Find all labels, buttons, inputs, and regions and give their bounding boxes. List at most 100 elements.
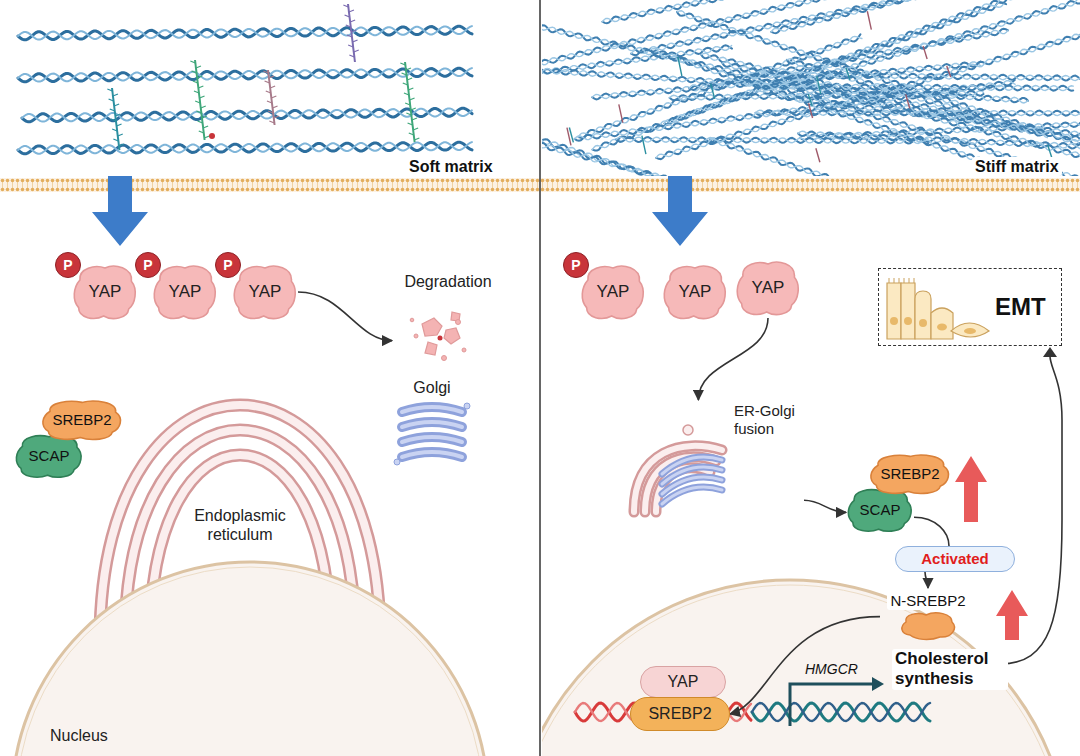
collagen-fiber — [542, 136, 823, 176]
protein-blob: YAPP — [580, 262, 646, 322]
soft-collagen-fibers — [18, 4, 472, 154]
emt-box-outline-part — [931, 308, 953, 339]
phosphate-circle: P — [55, 252, 81, 278]
emt-box-outline-part — [909, 278, 910, 283]
crosslink — [348, 4, 355, 62]
collagen-fiber — [689, 29, 1008, 90]
collagen-fiber — [701, 53, 1047, 138]
crosslink-tick — [112, 129, 117, 131]
crosslink-tick — [201, 106, 206, 108]
connector-arrow — [925, 572, 928, 588]
crosslink-tick — [266, 91, 271, 93]
gene-expression-arrowhead — [872, 677, 884, 691]
crosslink — [906, 94, 910, 108]
collagen-fiber — [689, 30, 1008, 88]
panel-label: Stiff matrix — [972, 157, 1062, 176]
emt-box-outline-part — [919, 319, 927, 327]
nucleus-inner-membrane — [542, 585, 1065, 756]
crosslink — [816, 148, 820, 162]
protein-blob-outline-part — [74, 266, 135, 318]
nucleus-outline — [10, 560, 490, 756]
collagen-fiber — [18, 142, 472, 154]
crosslink — [947, 66, 951, 77]
protein-blob-outline-part — [848, 489, 911, 531]
crosslink — [569, 128, 573, 143]
collagen-fiber — [22, 108, 472, 121]
gene-expression-arrow — [790, 684, 872, 726]
crosslink — [808, 94, 812, 106]
emt-box-outline-part — [899, 278, 900, 283]
crosslink-tick — [404, 93, 409, 95]
crosslink-tick — [114, 104, 119, 106]
emt-box-outline-part — [964, 328, 976, 334]
crosslink-tick — [412, 118, 417, 120]
crosslink-tick — [118, 134, 123, 136]
collagen-fiber — [542, 15, 763, 79]
degradation-fragments-outline-part — [462, 348, 466, 352]
stiff-collagen-fibers — [542, 0, 1080, 176]
emt-box-outline-part — [914, 278, 915, 283]
golgi-organelle-outline-part — [402, 452, 462, 457]
protein-blob-outline-part — [664, 266, 725, 318]
collagen-fiber — [798, 131, 1080, 152]
node-text: SREBP2 — [52, 411, 111, 429]
node-text: YAP — [752, 278, 785, 298]
crosslink-tick — [200, 96, 205, 98]
node-text: Nucleus — [50, 726, 170, 745]
collagen-fiber — [542, 0, 875, 11]
collagen-fiber — [575, 81, 1016, 140]
node-text: P — [571, 257, 580, 274]
crosslink — [867, 11, 871, 29]
crosslink-tick — [347, 35, 352, 37]
protein-blob-outline-part — [737, 262, 798, 314]
emt-box-outline-part — [904, 317, 912, 325]
protein-pill: YAP — [640, 666, 726, 698]
crosslink — [711, 84, 715, 99]
node-text: ER-Golgi fusion — [734, 402, 804, 438]
node-text: YAP — [668, 672, 699, 691]
crosslink-tick — [117, 124, 122, 126]
increase-arrow — [955, 456, 987, 522]
emt-box-outline-part — [937, 324, 947, 331]
crosslink-tick — [349, 10, 354, 12]
golgi-organelle-outline-part — [402, 437, 462, 442]
connector-arrow — [804, 500, 846, 512]
crosslink-tick — [408, 88, 413, 90]
crosslink-tick — [269, 121, 274, 123]
protein-blob-outline-part — [154, 266, 215, 318]
collagen-fiber — [677, 11, 1080, 170]
crosslink-tick — [348, 45, 353, 47]
node-text: SREBP2 — [648, 704, 711, 723]
crosslink-tick — [199, 131, 204, 133]
signal-arrow — [652, 176, 708, 246]
collagen-fiber — [616, 137, 928, 144]
node-text: YAP — [597, 282, 630, 302]
crosslink-tick — [195, 101, 200, 103]
protein-blob: SREBP2 — [40, 398, 124, 442]
emt-box-outline-part — [889, 278, 890, 283]
collagen-fiber — [18, 142, 472, 154]
collagen-fiber — [797, 88, 1080, 143]
protein-blob-outline-part — [902, 613, 954, 640]
protein-blob-outline-part — [43, 401, 121, 439]
degradation-fragments-outline-part — [422, 318, 442, 336]
crosslink-tick — [193, 81, 198, 83]
golgi-organelle: Golgi — [392, 378, 472, 474]
collagen-fiber — [542, 0, 877, 12]
crosslink-tick — [402, 73, 407, 75]
degradation-fragments-outline-part — [425, 342, 437, 355]
phosphate-circle: P — [215, 252, 241, 278]
crosslink — [112, 88, 119, 150]
collagen-fiber — [18, 68, 472, 82]
degradation-fragments-outline-part — [438, 336, 443, 341]
protein-blob: YAPP — [152, 262, 218, 322]
degradation-fragments-outline-part — [442, 356, 447, 361]
crosslink-tick — [350, 20, 355, 22]
crosslink-tick — [408, 123, 413, 125]
crosslink-tick — [111, 119, 116, 121]
crosslink-tick — [346, 25, 351, 27]
collagen-fiber — [753, 77, 1080, 176]
collagen-fiber — [575, 80, 1015, 141]
golgi-organelle-outline-part — [402, 407, 462, 412]
crosslink-dot — [209, 133, 215, 139]
